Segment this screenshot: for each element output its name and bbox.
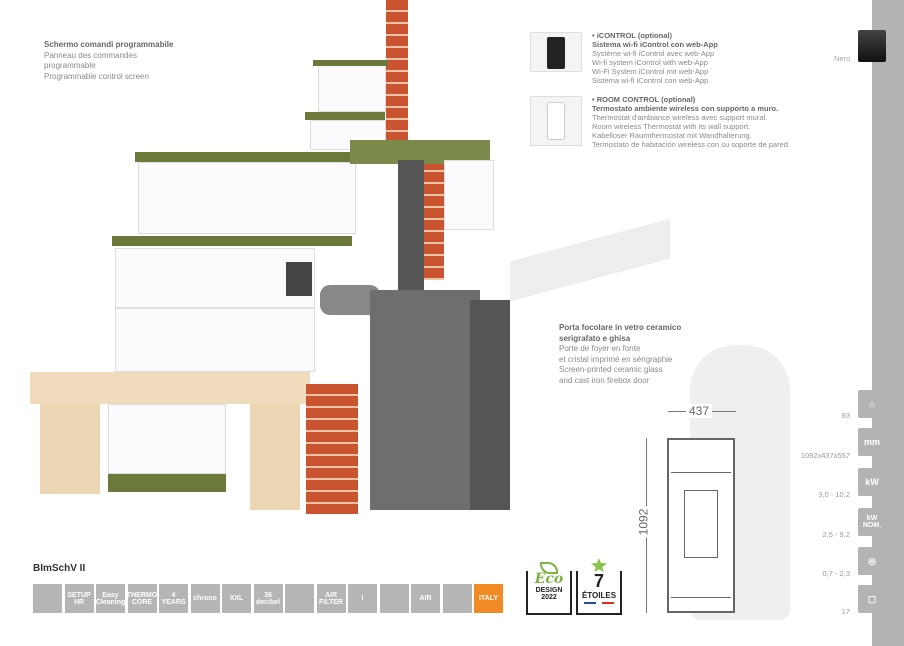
feature-icon-5: chrono [190, 584, 220, 613]
eco-title: Eco [534, 571, 564, 587]
width-dimension: 437 [686, 404, 713, 418]
room-control-title: Termostato ambiente wireless con support… [592, 104, 779, 113]
caption-line: Thermostat d'ambiance wireless avec supp… [592, 113, 768, 122]
height-dimension: 1092 [636, 506, 651, 538]
caption-line: Système wi-fi iControl avec web-App [592, 49, 715, 58]
leaf-icon [540, 562, 558, 574]
spec-value-efficiency: 83 [841, 411, 850, 420]
eco-year: 2022 [541, 594, 557, 601]
icontrol-caption: • iCONTROL (optional) Sistema wi-fi iCon… [592, 31, 718, 85]
icontrol-phone-image [530, 32, 582, 72]
caption-title: Schermo comandi programmabile [44, 40, 174, 49]
door-caption: Porta focolare in vetro ceramico serigra… [559, 323, 699, 386]
stars-number: 7 [593, 571, 604, 591]
caption-line: Screen-printed ceramic glass [559, 365, 663, 374]
caption-line: Termostato de habitación wireless con su… [592, 140, 791, 149]
dimensions-mm-icon: mm [858, 428, 886, 456]
feature-icon-10: i [348, 584, 377, 613]
control-screen-caption: Schermo comandi programmabile Panneau de… [44, 40, 174, 82]
star-icon [591, 558, 607, 572]
room-control-caption: • ROOM CONTROL (optional) Termostato amb… [592, 95, 790, 149]
eco-design-badge: Eco DESIGN 2022 [526, 571, 572, 615]
feature-icon-14: ITALY [474, 584, 503, 613]
caption-line: programmable [44, 61, 96, 70]
feature-icon-3: THERMO CORE [127, 584, 157, 613]
pellet-icon: ◎ [858, 547, 886, 575]
caption-line: Room wireless Thermostat with its wall s… [592, 122, 751, 131]
stars-label: ÉTOILES [581, 591, 617, 600]
caption-line: Sistema wi-fi iControl con web-App [592, 76, 709, 85]
caption-line: Wi-Fi System iControl mit web-App [592, 67, 709, 76]
caption-line: and cast iron firebox door [559, 375, 650, 385]
caption-line: Panneau des commandes [44, 50, 137, 60]
caption-line: Porte de foyer en fonte [559, 344, 641, 353]
tank-icon: ▢ [858, 585, 886, 613]
feature-icon-9: AIR FILTER [316, 584, 346, 613]
room-control-heading: • ROOM CONTROL (optional) [592, 95, 696, 104]
stove-cutaway-illustration [30, 0, 670, 514]
side-color-bar [872, 0, 904, 646]
kw-nominal-icon: kW NOM. [858, 508, 886, 536]
feature-icon-1: SETUP HR [64, 584, 94, 613]
spec-value-consumption: 0,7 - 2,3 [822, 569, 850, 578]
kw-flame-icon: kW [858, 468, 886, 496]
door-title: Porta focolare in vetro ceramico serigra… [559, 323, 682, 343]
feature-icon-7: 36 decibel [253, 584, 283, 613]
feature-icon-13 [442, 584, 472, 613]
caption-line: Wi-fi system iControl with web-App [592, 58, 708, 67]
feature-icon-0 [33, 584, 62, 613]
icontrol-title: Sistema wi-fi iControl con web-App [592, 40, 718, 49]
feature-icon-12: AIR [411, 584, 440, 613]
house-icon: ⌂ [858, 390, 886, 418]
feature-icon-6: XXL [222, 584, 251, 613]
norm-label: BImSchV II [33, 563, 86, 574]
feature-icon-4: 4 YEARS [159, 584, 188, 613]
caption-line: et cristal imprimé en sérigraphie [559, 354, 673, 364]
caption-line: Kabelloser Raumthermostat mit Wandhalter… [592, 131, 752, 140]
stove-front-drawing [667, 438, 735, 613]
color-swatch-nero[interactable] [858, 30, 886, 62]
spec-value-power-range: 3,0 - 10,2 [818, 490, 850, 499]
feature-icon-11 [379, 584, 409, 613]
feature-icon-8 [285, 584, 314, 613]
eco-sub: DESIGN [535, 587, 563, 594]
spec-value-dimensions: 1092x437x557 [800, 451, 850, 460]
stars-badge: 7 ÉTOILES [576, 571, 622, 615]
spec-value-nominal-power: 2,5 - 9,2 [822, 530, 850, 539]
caption-line: Programmable control screen [44, 71, 149, 81]
spec-value-tank: 17 [841, 607, 850, 616]
feature-icon-2: Easy Cleaning [96, 584, 125, 613]
color-label: Nero [834, 54, 851, 63]
icontrol-heading: • iCONTROL (optional) [592, 31, 672, 40]
room-thermostat-image [530, 96, 582, 146]
